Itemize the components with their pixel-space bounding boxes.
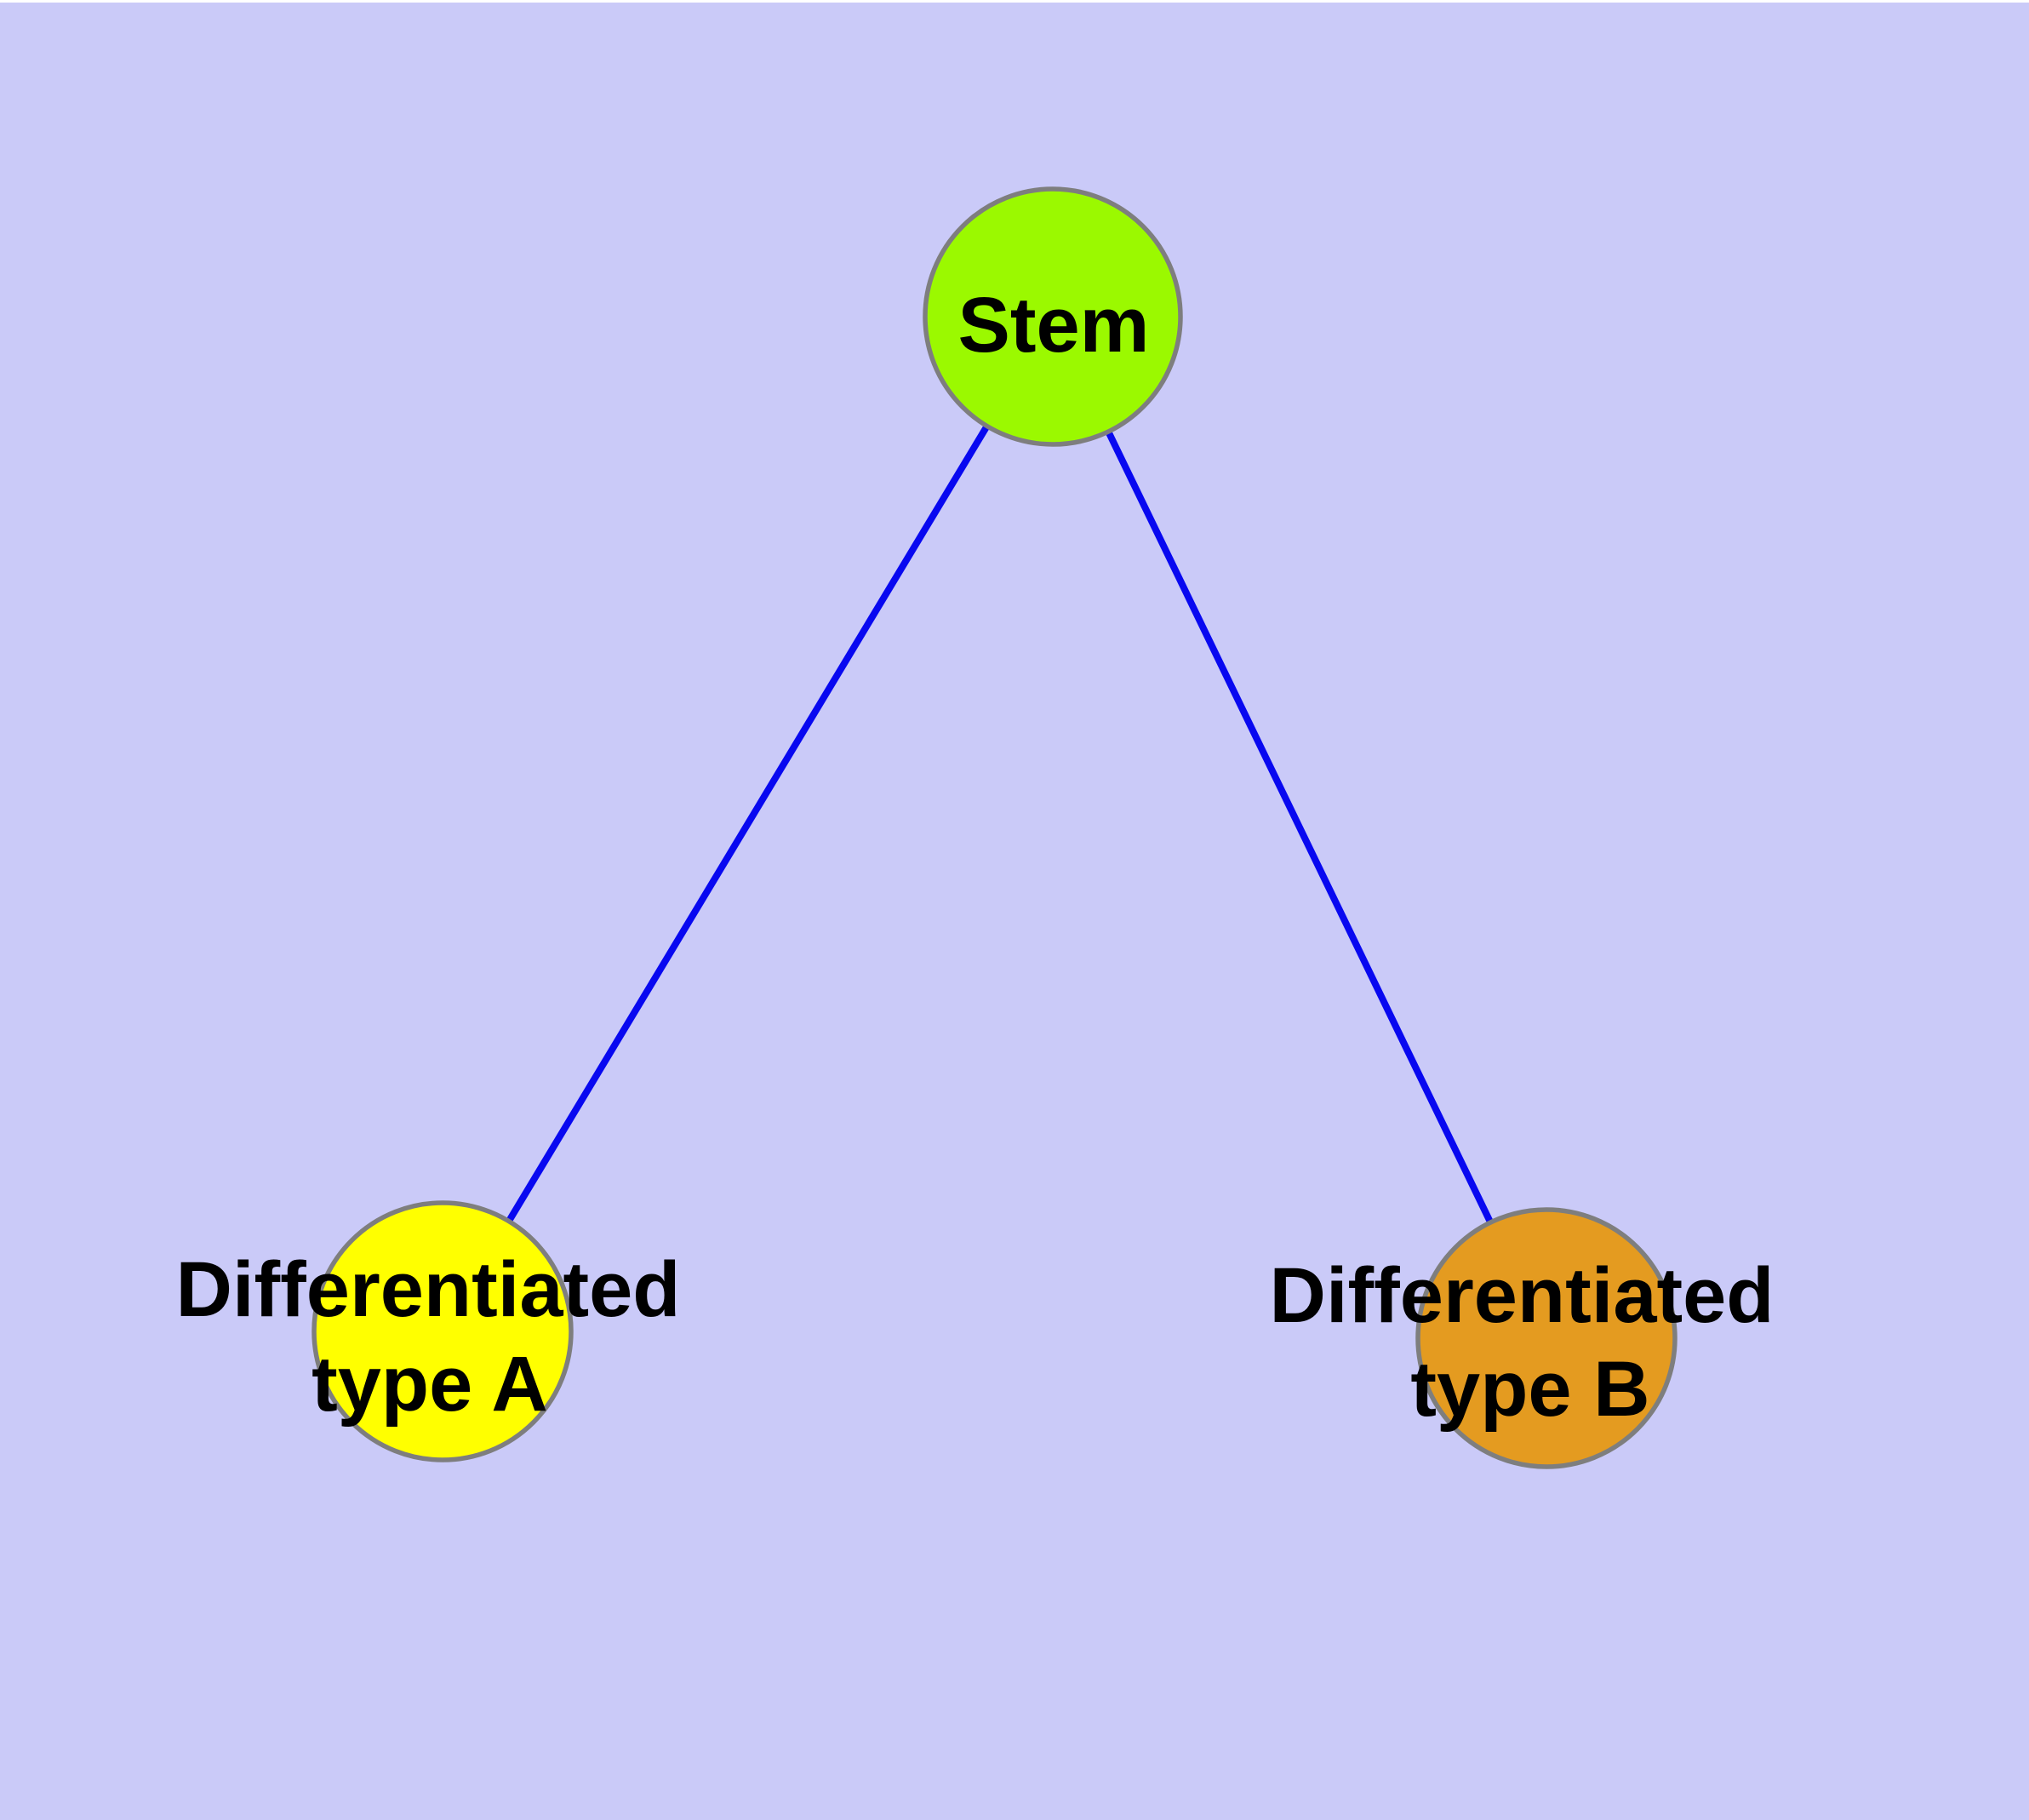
node-label-type-b-line2: type B [1410,1346,1649,1433]
node-label-type-a-line1: Differentiated [176,1246,681,1333]
node-label-type-a-line2: type A [311,1341,548,1428]
node-differentiated-type-a [311,1200,574,1462]
node-differentiated-type-b [1415,1207,1677,1469]
node-label-type-b-line1: Differentiated [1270,1252,1775,1339]
node-stem [923,186,1183,447]
canvas-top-edge [0,0,2029,3]
edge-stem-to-type-b [1049,315,1550,1340]
node-label-stem: Stem [958,282,1150,369]
edge-stem-to-type-a [439,314,1056,1334]
